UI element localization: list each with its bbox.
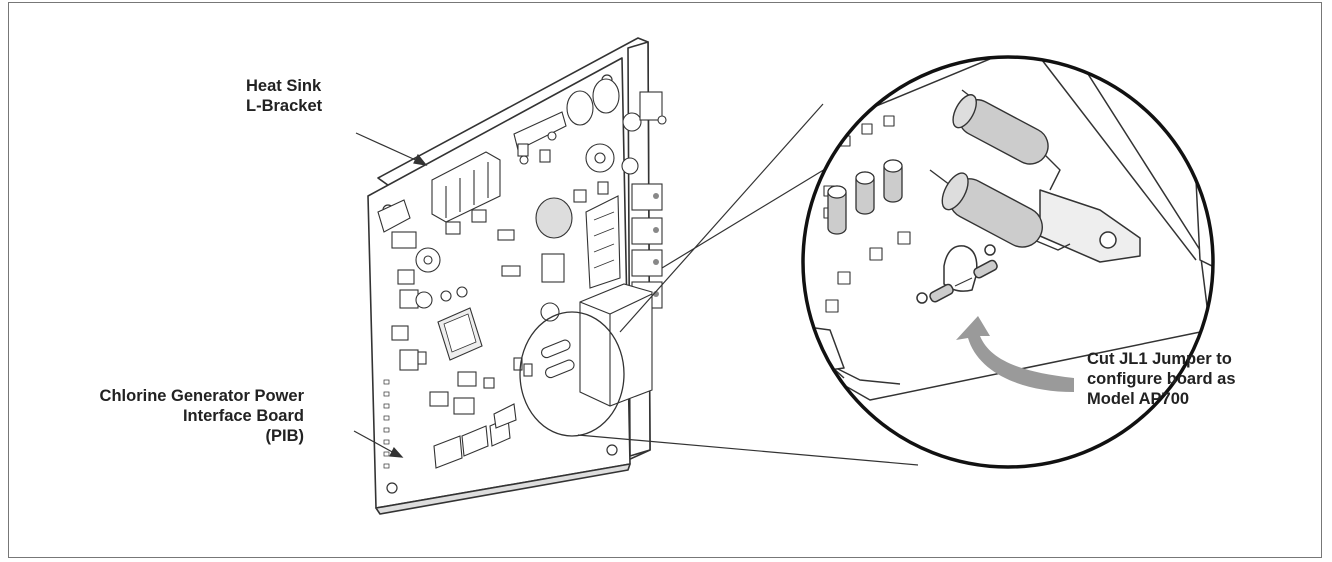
- magnifier-projection-lines: [577, 103, 919, 466]
- board-components: [377, 78, 667, 469]
- pib-label-line: (PIB): [265, 427, 305, 445]
- pib-label-line: Chlorine Generator Power: [99, 387, 304, 405]
- heat-sink-label-line: Heat Sink: [246, 77, 322, 95]
- pib-label-line: Interface Board: [182, 407, 304, 425]
- heat-sink-label: Heat Sink L-Bracket: [246, 76, 322, 116]
- zoom-source-circle: [519, 311, 625, 437]
- jumper-label-line: Model AP700: [1087, 390, 1190, 408]
- heat-sink-label-line: L-Bracket: [246, 97, 323, 115]
- jumper-arrow-icon: [956, 316, 1074, 392]
- magnified-jumper-detail: [801, 55, 1215, 469]
- jumper-label-line: Cut JL1 Jumper to: [1087, 350, 1232, 368]
- jumper-label-line: configure board as: [1087, 370, 1236, 388]
- jumper-label: Cut JL1 Jumper to configure board as Mod…: [1087, 349, 1236, 409]
- pib-label: Chlorine Generator Power Interface Board…: [30, 386, 304, 446]
- leader-arrows: [353, 132, 428, 458]
